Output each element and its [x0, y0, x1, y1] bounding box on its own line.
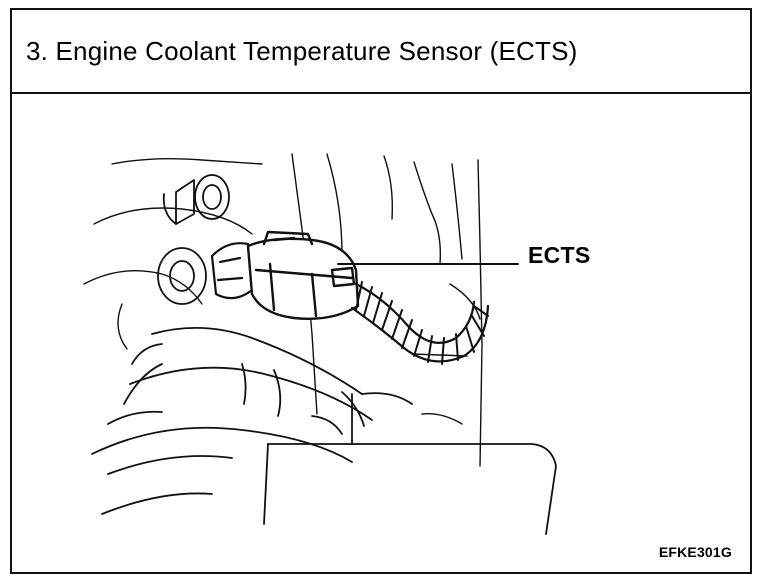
- ects-sensor-body: [210, 242, 254, 300]
- lower-bracket: [263, 393, 557, 535]
- title-bar: 3. Engine Coolant Temperature Sensor (EC…: [12, 10, 750, 94]
- diagram-frame: 3. Engine Coolant Temperature Sensor (EC…: [10, 8, 752, 574]
- ects-connector: [246, 230, 360, 320]
- mounting-bolt: [162, 174, 230, 225]
- ects-label: ECTS: [528, 242, 591, 268]
- wire-harness: [350, 281, 490, 365]
- figure-code: EFKE301G: [658, 544, 732, 560]
- coolant-hose: [91, 326, 413, 515]
- ects-illustration: [83, 153, 557, 535]
- page-title: 3. Engine Coolant Temperature Sensor (EC…: [26, 36, 578, 66]
- mounting-boss: [157, 247, 207, 305]
